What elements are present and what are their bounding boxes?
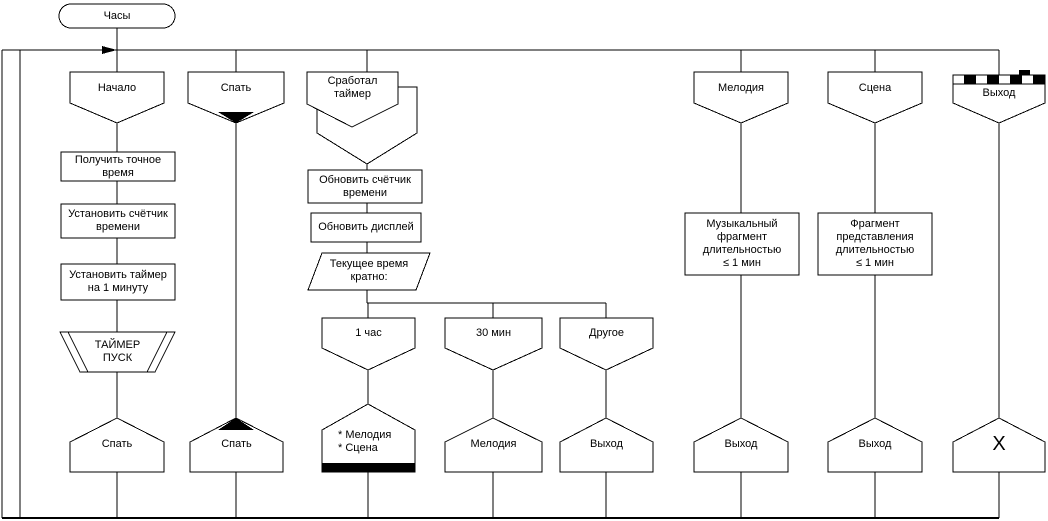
branch-nachalo-shape [69, 71, 165, 124]
exit-melodia-shape [444, 417, 543, 473]
branch-spat-shape [187, 71, 285, 124]
branch-timer-shape [306, 71, 399, 128]
terminator-chasy-shape [58, 3, 176, 29]
action-scene-fragment-box [817, 212, 933, 276]
exit-vyhod2-shape [693, 417, 789, 473]
exit-spat1-shape [69, 417, 165, 473]
action-set-timer-box [60, 263, 176, 301]
branch-melodia-shape [693, 71, 789, 124]
exit-vyhod3-shape [827, 417, 923, 473]
case-other-shape [559, 317, 654, 371]
timer-start-hatch [67, 331, 168, 373]
current-time-parallelogram [307, 252, 431, 291]
action-get-time-box [60, 151, 176, 182]
vyhod-checker-band [964, 70, 1045, 84]
timer-branch-double-contour [316, 86, 418, 165]
melodia-scena-exit-bar [322, 463, 415, 472]
action-set-counter-box [60, 203, 176, 239]
action-update-counter-box [307, 169, 423, 204]
branch-scena-shape [827, 71, 923, 124]
spat-exit-loop-marker [218, 418, 254, 430]
exit-melodia-scena-shape [321, 403, 416, 473]
timer-start-trapezoid [59, 331, 176, 373]
case-1hour-shape [321, 317, 416, 371]
exit-end-shape [952, 417, 1046, 473]
action-update-display-box [310, 212, 422, 243]
case-30min-shape [444, 317, 543, 371]
action-music-fragment-box [684, 212, 800, 276]
exit-spat2-shape [189, 417, 284, 473]
return-loop-lines [1, 50, 21, 518]
branch-stems [116, 28, 1000, 75]
col3-connectors [366, 164, 607, 518]
spat-branch-loop-marker [218, 112, 254, 123]
exit-vyhod1-shape [559, 417, 654, 473]
bus-arrow-icon [102, 46, 117, 54]
